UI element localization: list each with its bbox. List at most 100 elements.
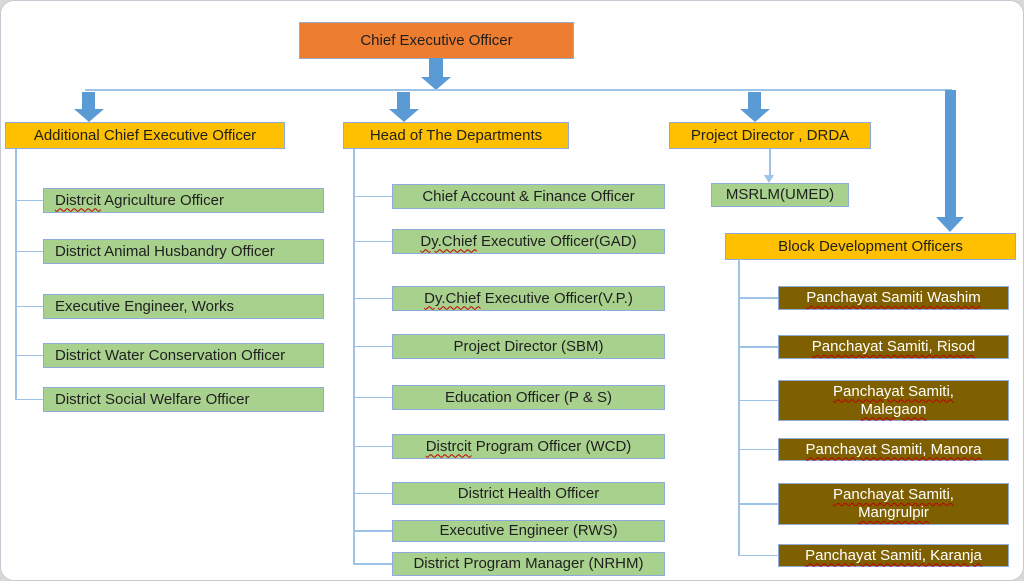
connector-line — [738, 503, 778, 505]
arrow-head — [74, 109, 104, 122]
org-box-label-word: Distrcit — [55, 191, 101, 209]
org-box-label-word: Distrcit — [425, 437, 472, 455]
org-header-block-development-officers: Block Development Officers — [725, 233, 1016, 260]
small-arrow-head-icon — [764, 175, 774, 183]
org-box-label: Panchayat Samiti, Karanja — [805, 546, 982, 564]
arrow-shaft — [82, 92, 95, 110]
org-box-label: MSRLM(UMED) — [725, 186, 835, 203]
org-box-panchayat-samiti-karanja: Panchayat Samiti, Karanja — [778, 544, 1009, 567]
org-header-label: Block Development Officers — [778, 237, 963, 255]
org-box-label-word: Dy.Chief — [424, 289, 481, 307]
org-box-label: Distrcit Program Officer (WCD) — [426, 438, 632, 456]
connector-line — [353, 563, 392, 565]
connector-line — [353, 530, 392, 532]
org-box-label-word: Dy.Chief — [420, 232, 477, 250]
connector-line — [353, 345, 392, 347]
org-box-dy-chief-executive-officer-v-p: Dy.Chief Executive Officer(V.P.) — [392, 286, 665, 311]
org-header-label: Project Director , DRDA — [690, 126, 850, 144]
org-box-district-program-manager-nrhm: District Program Manager (NRHM) — [392, 552, 665, 576]
org-box-label: District Health Officer — [457, 484, 600, 502]
org-header-head-of-departments: Head of The Departments — [343, 122, 569, 149]
connector-line — [353, 240, 392, 242]
org-box-label: District Social Welfare Officer — [55, 390, 250, 408]
connector-line — [353, 492, 392, 494]
connector-line — [353, 149, 355, 564]
org-box-label: Panchayat Samiti, Malegaon — [833, 382, 954, 418]
org-box-dy-chief-executive-officer-gad: Dy.Chief Executive Officer(GAD) — [392, 229, 665, 254]
org-box-project-director-sbm: Project Director (SBM) — [392, 334, 665, 359]
arrow-shaft — [429, 58, 443, 78]
connector-line — [15, 199, 43, 201]
connector-line — [15, 398, 43, 400]
connector-line — [353, 396, 392, 398]
org-header-label: Additional Chief Executive Officer — [33, 126, 257, 144]
org-box-label-word: Officer(V.P.) — [553, 289, 633, 307]
arrow-shaft — [945, 90, 956, 219]
org-box-district-social-welfare-officer: District Social Welfare Officer — [43, 387, 324, 412]
org-header-additional-ceo: Additional Chief Executive Officer — [5, 122, 285, 149]
org-header-label: Head of The Departments — [369, 126, 543, 144]
org-box-education-officer-p-s: Education Officer (P & S) — [392, 385, 665, 410]
org-box-chief-executive-officer: Chief Executive Officer — [299, 22, 574, 59]
org-box-distrcit-program-officer-wcd: Distrcit Program Officer (WCD) — [392, 434, 665, 459]
connector-line — [15, 354, 43, 356]
connector-line — [738, 399, 778, 401]
org-box-distrcit-agriculture-officer: Distrcit Agriculture Officer — [43, 188, 324, 213]
connector-line — [738, 346, 778, 348]
org-box-label: Panchayat Samiti Washim — [806, 289, 981, 306]
org-box-panchayat-samiti-manora: Panchayat Samiti, Manora — [778, 438, 1009, 461]
org-box-label-word: Executive — [480, 232, 547, 250]
org-box-panchayat-samiti-malegaon: Panchayat Samiti, Malegaon — [778, 380, 1009, 421]
org-box-chief-account-finance-officer: Chief Account & Finance Officer — [392, 184, 665, 209]
org-box-label: District Water Conservation Officer — [55, 346, 286, 364]
org-box-label-word: Executive — [484, 289, 550, 307]
org-box-label: Panchayat Samiti, Mangrulpir — [833, 486, 954, 521]
org-box-label-word: Officer — [537, 437, 582, 455]
connector-line — [15, 250, 43, 252]
org-box-label-word: Officer — [180, 191, 224, 209]
org-box-label-word: Program — [475, 437, 534, 455]
org-box-label: Project Director (SBM) — [453, 337, 604, 355]
org-box-district-water-conservation-officer: District Water Conservation Officer — [43, 343, 324, 368]
org-box-label: District Animal Husbandry Officer — [55, 242, 275, 260]
org-box-label: Dy.Chief Executive Officer(V.P.) — [424, 290, 633, 308]
connector-line — [15, 305, 43, 307]
connector-line — [738, 259, 740, 556]
arrow-shaft — [397, 92, 410, 110]
org-box-executive-engineer-rws: Executive Engineer (RWS) — [392, 520, 665, 542]
org-box-msrlm-umed: MSRLM(UMED) — [711, 183, 849, 207]
org-box-label: Education Officer (P & S) — [444, 388, 613, 406]
connector-line — [15, 149, 17, 400]
org-box-label: Executive Engineer, Works — [55, 297, 234, 315]
org-header-project-director-drda: Project Director , DRDA — [669, 122, 871, 149]
arrow-shaft — [748, 92, 761, 110]
arrow-head — [740, 109, 770, 122]
org-box-label-word: (WCD) — [585, 437, 632, 455]
connector-line — [738, 297, 778, 299]
connector-line — [353, 445, 392, 447]
org-box-executive-engineer-works: Executive Engineer, Works — [43, 294, 324, 319]
arrow-head — [936, 217, 964, 232]
org-box-panchayat-samiti-mangrulpir: Panchayat Samiti, Mangrulpir — [778, 483, 1009, 525]
connector-line — [738, 448, 778, 450]
org-box-label: Executive Engineer (RWS) — [439, 522, 618, 539]
org-box-label: Dy.Chief Executive Officer(GAD) — [420, 233, 636, 251]
org-box-label: Panchayat Samiti, Manora — [805, 440, 982, 458]
org-box-label: Panchayat Samiti, Risod — [811, 338, 976, 355]
connector-line — [738, 554, 778, 556]
org-box-label-word: Agriculture — [104, 191, 176, 209]
org-box-label: Distrcit Agriculture Officer — [55, 192, 224, 210]
org-box-label: Chief Account & Finance Officer — [422, 187, 635, 205]
org-box-district-animal-husbandry-officer: District Animal Husbandry Officer — [43, 239, 324, 264]
org-box-label: Chief Executive Officer — [360, 31, 513, 49]
arrow-head — [389, 109, 419, 122]
connector-line — [769, 149, 771, 176]
org-box-label-word: Officer(GAD) — [550, 232, 637, 250]
org-box-panchayat-samiti-risod: Panchayat Samiti, Risod — [778, 335, 1009, 359]
org-box-label: District Program Manager (NRHM) — [413, 555, 644, 572]
connector-line — [353, 297, 392, 299]
arrow-head — [421, 77, 451, 90]
connector-line — [353, 195, 392, 197]
org-box-district-health-officer: District Health Officer — [392, 482, 665, 505]
